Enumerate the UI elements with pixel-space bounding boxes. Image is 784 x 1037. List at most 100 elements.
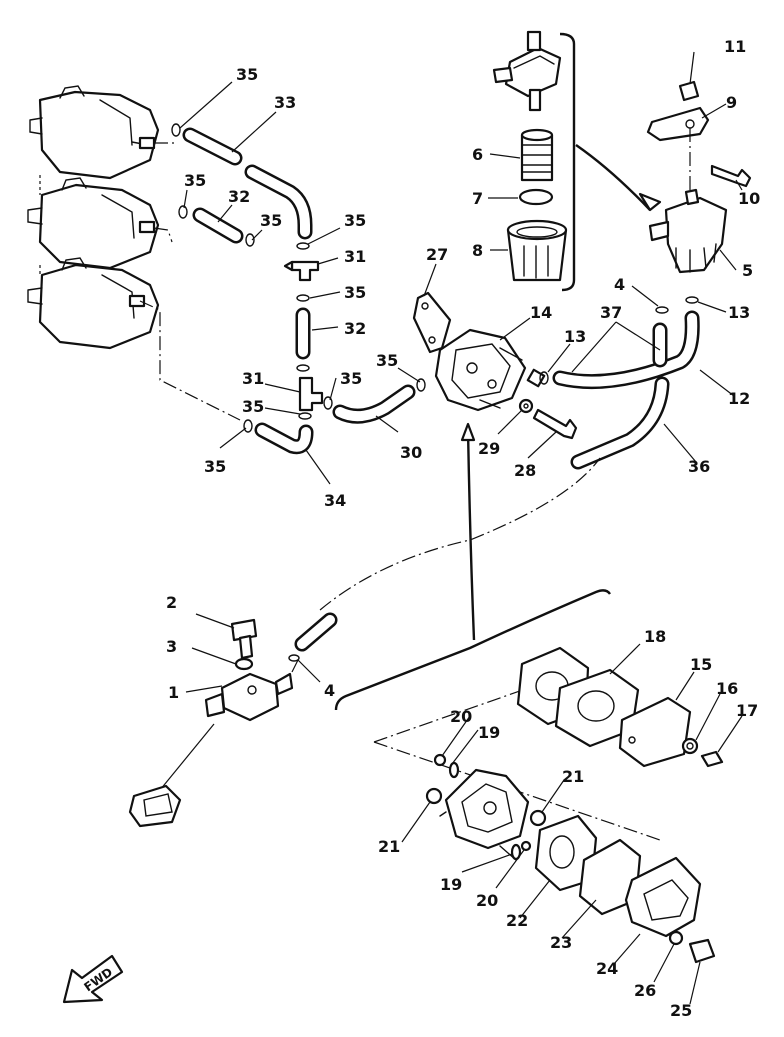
hose-33 xyxy=(182,127,313,240)
carburetor-assembly xyxy=(27,85,241,421)
label-5: 5 xyxy=(742,261,753,280)
label-12: 12 xyxy=(728,389,750,408)
label-19b: 19 xyxy=(440,875,462,894)
label-29: 29 xyxy=(478,439,500,458)
connector-plug xyxy=(128,784,182,828)
label-4a: 4 xyxy=(614,275,625,294)
label-31a: 31 xyxy=(344,247,366,266)
valve-19-upper xyxy=(448,761,460,779)
label-15: 15 xyxy=(690,655,712,674)
label-33: 33 xyxy=(274,93,296,112)
washer-3 xyxy=(234,657,254,671)
filter-arrow xyxy=(575,144,651,211)
washer-16 xyxy=(681,737,699,755)
label-35h: 35 xyxy=(204,457,226,476)
label-10: 10 xyxy=(738,189,760,208)
leader-lines xyxy=(179,51,743,1005)
label-27: 27 xyxy=(426,245,448,264)
gasket-27 xyxy=(412,291,452,354)
label-37: 37 xyxy=(600,303,622,322)
label-11: 11 xyxy=(724,37,746,56)
label-23: 23 xyxy=(550,933,572,952)
label-20b: 20 xyxy=(476,891,498,910)
label-35d: 35 xyxy=(344,211,366,230)
clip-4-lower xyxy=(288,654,300,662)
pump-body-detail xyxy=(439,768,530,861)
label-21a: 21 xyxy=(562,767,584,786)
part-labels: 35 33 35 32 35 35 31 35 32 35 31 35 35 3… xyxy=(166,37,760,1020)
label-35a: 35 xyxy=(236,65,258,84)
bolt-2 xyxy=(230,618,258,660)
fuel-line-centerline xyxy=(319,457,601,611)
carburetor-bottom xyxy=(27,257,160,350)
connector-1 xyxy=(204,672,294,722)
filter-bracket xyxy=(559,32,576,292)
filter-element-6 xyxy=(520,128,554,182)
forward-arrow xyxy=(62,954,124,1004)
fuel-pump-14 xyxy=(434,328,546,412)
label-20a: 20 xyxy=(450,707,472,726)
label-3: 3 xyxy=(166,637,177,656)
label-35g: 35 xyxy=(242,397,264,416)
label-8: 8 xyxy=(472,241,483,260)
valve-19-lower xyxy=(510,843,522,861)
label-35f: 35 xyxy=(340,369,362,388)
label-35i: 35 xyxy=(376,351,398,370)
label-13a: 13 xyxy=(564,327,586,346)
nut-11 xyxy=(678,80,700,102)
pump-detail-arrow xyxy=(466,429,476,641)
carburetor-middle xyxy=(27,177,160,270)
label-32b: 32 xyxy=(344,319,366,338)
bolt-25 xyxy=(688,938,716,964)
screw-17 xyxy=(700,750,724,768)
label-35b: 35 xyxy=(184,171,206,190)
label-16: 16 xyxy=(716,679,738,698)
label-24: 24 xyxy=(596,959,618,978)
label-25: 25 xyxy=(670,1001,692,1020)
hose-connector xyxy=(294,612,338,652)
label-9: 9 xyxy=(726,93,737,112)
label-6: 6 xyxy=(472,145,483,164)
washer-26 xyxy=(668,930,684,946)
label-7: 7 xyxy=(472,189,483,208)
cover-24 xyxy=(624,856,702,938)
label-35c: 35 xyxy=(260,211,282,230)
label-21b: 21 xyxy=(378,837,400,856)
clip-13-upper xyxy=(685,296,699,304)
hose-12 xyxy=(552,310,700,390)
label-26: 26 xyxy=(634,981,656,1000)
label-13b: 13 xyxy=(728,303,750,322)
pump-detail-bracket xyxy=(334,589,611,711)
label-1: 1 xyxy=(168,683,179,702)
carburetor-top xyxy=(29,85,160,180)
clip-13-lower xyxy=(539,371,549,385)
o-ring-7 xyxy=(518,188,554,206)
fuel-filter-5 xyxy=(648,188,728,274)
hose-36 xyxy=(570,376,670,470)
label-30: 30 xyxy=(400,443,422,462)
hose-30 xyxy=(332,384,416,424)
bolt-10 xyxy=(710,164,752,188)
hose-34 xyxy=(254,422,314,455)
nut-21-left xyxy=(425,787,443,805)
label-19a: 19 xyxy=(478,723,500,742)
label-28: 28 xyxy=(514,461,536,480)
label-36: 36 xyxy=(688,457,710,476)
hose-32-upper xyxy=(192,207,244,244)
label-2: 2 xyxy=(166,593,177,612)
filter-cap-assembly xyxy=(492,30,562,112)
label-35e: 35 xyxy=(344,283,366,302)
bracket-9 xyxy=(646,106,710,142)
filter-cup-8 xyxy=(506,219,568,282)
label-32a: 32 xyxy=(228,187,250,206)
t-joint-31-upper xyxy=(283,260,320,282)
t-joint-31-lower xyxy=(298,376,324,412)
screw-20-lower xyxy=(520,840,532,852)
hose-clips-35 xyxy=(171,123,426,433)
clip-4-upper xyxy=(655,306,669,314)
label-34: 34 xyxy=(324,491,346,510)
bolt-28 xyxy=(532,408,578,440)
label-17: 17 xyxy=(736,701,758,720)
